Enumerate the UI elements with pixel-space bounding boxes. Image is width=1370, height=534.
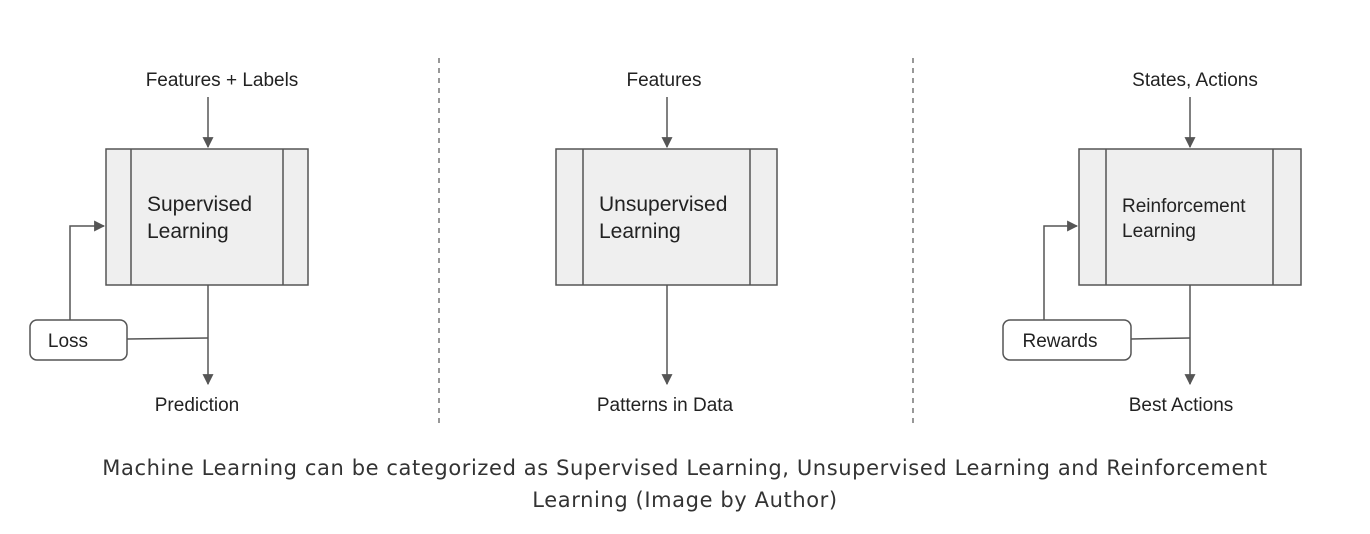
rewards-feedback-arrow xyxy=(1043,220,1079,320)
panel-unsupervised: Features Unsupervised Learning Patterns … xyxy=(555,70,778,416)
panel-reinforcement: States, Actions Reinforcement Learning B… xyxy=(1002,70,1302,416)
supervised-learning-box xyxy=(105,148,309,286)
reinforcement-box-label-line1: Reinforcement xyxy=(1122,196,1246,217)
loss-label: Loss xyxy=(48,331,88,352)
rewards-label: Rewards xyxy=(1023,331,1098,352)
panel-supervised: Features + Labels Supervised Learning Pr… xyxy=(29,70,309,416)
caption-line-1: Machine Learning can be categorized as S… xyxy=(102,456,1268,480)
caption-line-2: Learning (Image by Author) xyxy=(532,488,838,512)
supervised-box-label-line1: Supervised xyxy=(147,193,252,216)
loss-connector xyxy=(126,337,209,340)
figure-caption: Machine Learning can be categorized as S… xyxy=(0,452,1370,516)
unsupervised-input-label: Features xyxy=(627,70,702,91)
unsupervised-learning-box xyxy=(555,148,778,286)
rewards-connector xyxy=(1130,337,1191,340)
reinforcement-output-label: Best Actions xyxy=(1129,395,1234,416)
supervised-input-label: Features + Labels xyxy=(146,70,299,91)
unsupervised-box-label-line2: Learning xyxy=(599,220,681,243)
supervised-box-label-line2: Learning xyxy=(147,220,229,243)
reinforcement-input-label: States, Actions xyxy=(1132,70,1258,91)
reinforcement-box-label-line2: Learning xyxy=(1122,221,1196,242)
supervised-output-label: Prediction xyxy=(155,395,240,416)
unsupervised-output-label: Patterns in Data xyxy=(597,395,734,416)
unsupervised-box-label-line1: Unsupervised xyxy=(599,193,727,216)
loss-feedback-arrow xyxy=(69,220,106,320)
ml-categories-diagram: Features + Labels Supervised Learning Pr… xyxy=(29,58,1302,427)
loss-node xyxy=(29,319,128,361)
rewards-node xyxy=(1002,319,1132,361)
reinforcement-learning-box xyxy=(1078,148,1302,286)
